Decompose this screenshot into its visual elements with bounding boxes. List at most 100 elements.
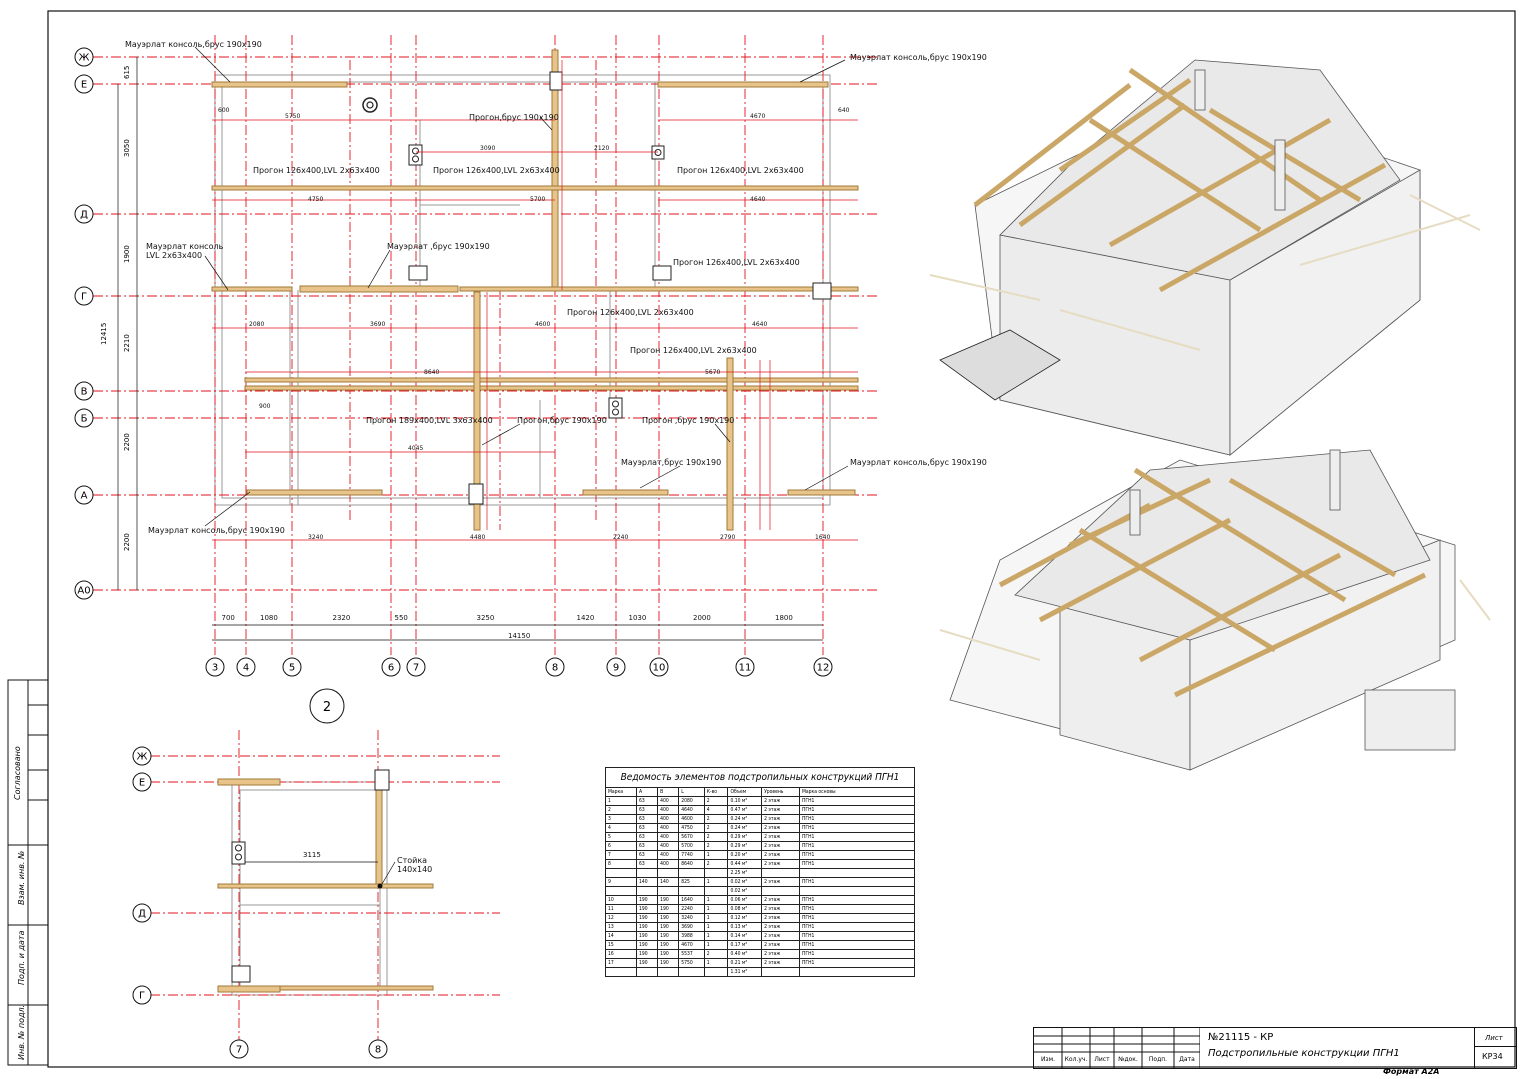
schedule-cell: ПГН1: [799, 850, 915, 860]
schedule-cell: 400: [657, 796, 680, 806]
schedule-cell: [703, 967, 729, 977]
schedule-cell: 190: [636, 913, 659, 923]
schedule-cell: 2 этаж: [761, 895, 800, 905]
schedule-cell: 2080: [678, 796, 705, 806]
label-progon-beam-top: Прогон,брус 190х190: [469, 113, 559, 122]
axis-left-4-label: В: [81, 387, 88, 398]
schedule-cell: 400: [657, 850, 680, 860]
schedule-row: 2.25 м³: [604, 868, 915, 878]
stamp-col-3: №док.: [1118, 1056, 1138, 1063]
small-axis-bottom-0-bubble: [229, 1039, 249, 1059]
dim: 2080: [249, 321, 265, 328]
schedule-cell: 7740: [678, 850, 705, 860]
small-axis-left-3-bubble: [132, 985, 152, 1005]
axis-bottom-5-bubble: [545, 657, 565, 677]
schedule-cell: 2 этаж: [761, 841, 800, 851]
schedule-cell: 2 этаж: [761, 904, 800, 914]
axis-left-4-bubble: [74, 381, 94, 401]
schedule-cell: 0.14 м³: [727, 931, 763, 941]
schedule-cell: 2 этаж: [761, 949, 800, 959]
beam-progon-16b: [473, 291, 481, 531]
axis-bottom-0-bubble: [205, 657, 225, 677]
schedule-cell: 14: [604, 931, 638, 941]
small-axis-left-3-label: Г: [139, 991, 145, 1002]
axis-bottom-9-bubble: [813, 657, 833, 677]
schedule-cell: 1: [703, 904, 729, 914]
schedule-cell: 3: [604, 814, 638, 824]
schedule-cell: 0.10 м³: [727, 796, 763, 806]
axis-bottom-2-bubble: [282, 657, 302, 677]
dim: 4670: [750, 113, 766, 120]
schedule-cell: [799, 886, 915, 896]
beam-progon-189: [244, 377, 859, 383]
schedule-cell: 4640: [678, 805, 705, 815]
schedule-cell: 0.40 м³: [727, 949, 763, 959]
schedule-cell: 2 этаж: [761, 850, 800, 860]
schedule-cell: 1: [604, 796, 638, 806]
dim: 900: [259, 403, 271, 410]
schedule-cell: [761, 868, 800, 878]
schedule-cell: [678, 967, 705, 977]
axis-left-6-label: А: [81, 491, 88, 502]
schedule-cell: 1: [703, 958, 729, 968]
label-progon-lvl-5: Прогон 126х400,LVL 2х63х400: [567, 308, 694, 317]
axis-left-5-label: Б: [81, 414, 88, 425]
schedule-cell: 0.44 м³: [727, 859, 763, 869]
axis-bottom-7-label: 10: [653, 663, 666, 674]
schedule-cell: 2: [604, 805, 638, 815]
label-mauerlat-beam-mid: Мауэрлат ,брус 190х190: [387, 242, 490, 251]
axis-bottom-3-label: 6: [388, 663, 394, 674]
schedule-cell: ПГН1: [799, 814, 915, 824]
schedule-cell: 400: [657, 823, 680, 833]
schedule-header-4: К-во: [703, 787, 729, 797]
schedule-cell: 2: [703, 832, 729, 842]
schedule-cell: 63: [636, 832, 659, 842]
schedule-header-3: L: [678, 787, 705, 797]
schedule-header-2: B: [657, 787, 680, 797]
schedule-cell: 190: [636, 949, 659, 959]
schedule-cell: 190: [657, 913, 680, 923]
dim-left-3: 2210: [123, 333, 131, 352]
dim-bottom-1: 1080: [260, 614, 278, 622]
schedule-cell: 2 этаж: [761, 814, 800, 824]
schedule-cell: 0.24 м³: [727, 823, 763, 833]
schedule-cell: 400: [657, 859, 680, 869]
dim: 640: [838, 107, 850, 114]
schedule-cell: 2: [703, 814, 729, 824]
schedule-cell: 4750: [678, 823, 705, 833]
schedule-cell: 63: [636, 850, 659, 860]
axis-left-1-label: Е: [81, 80, 87, 91]
schedule-cell: 1640: [678, 895, 705, 905]
label-progon-beam-right: Прогон ,брус 190х190: [642, 416, 735, 425]
label-mauerlat-lvl: Мауэрлат консоль LVL 2х63х400: [146, 242, 224, 260]
schedule-cell: 5: [604, 832, 638, 842]
dim-left-2: 1900: [123, 245, 131, 263]
label-progon-lvl-3: Прогон 126х400,LVL 2х63х400: [677, 166, 804, 175]
schedule-cell: 2 этаж: [761, 931, 800, 941]
schedule-cell: 2 этаж: [761, 922, 800, 932]
schedule-cell: 400: [657, 805, 680, 815]
beam-mauerlat-12: [246, 489, 383, 496]
schedule-cell: 5537: [678, 949, 705, 959]
schedule-cell: 190: [636, 940, 659, 950]
dim-bottom-2: 2320: [332, 614, 351, 622]
dim-bottom-7: 2000: [693, 614, 711, 622]
axis-left-2-bubble: [74, 204, 94, 224]
side-stamp-inv: Взам. инв. №: [17, 850, 26, 905]
schedule-header-5: Объем: [727, 787, 763, 797]
schedule-title: Ведомость элементов подстропильных конст…: [605, 767, 915, 787]
schedule-cell: 2: [703, 796, 729, 806]
schedule-cell: [604, 886, 638, 896]
schedule-cell: 2: [703, 949, 729, 959]
